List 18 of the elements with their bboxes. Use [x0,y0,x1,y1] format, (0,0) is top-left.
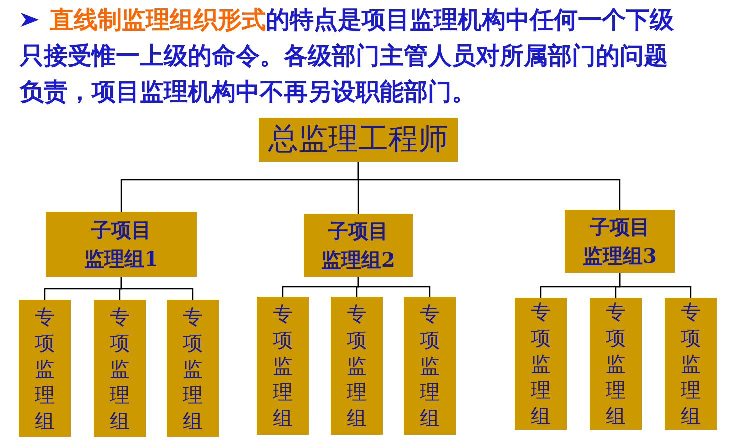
group-box: 子项目监理组2 [304,214,413,277]
team-box: 专项监理组 [665,298,717,430]
team-box: 专项监理组 [94,300,146,437]
title-box: 总监理工程师 [259,118,458,162]
connector-line [358,277,431,297]
team-box: 专项监理组 [19,300,71,437]
bullet-text: 直线制监理组织形式的特点是项目监理机构中任何一个下级只接受惟一上级的命令。各级部门主管人员对所属部门的问题负责，项目监理机构中不再另设职能部门。 [20,4,675,108]
team-box: 专项监理组 [167,300,219,437]
connector-line [358,162,621,210]
group-box: 子项目监理组1 [46,212,197,277]
team-box: 专项监理组 [257,297,309,435]
connector-line [120,277,194,300]
team-box: 专项监理组 [590,298,642,430]
team-box: 专项监理组 [515,298,567,430]
connector-line [619,273,692,298]
team-box: 专项监理组 [404,297,456,435]
group-box: 子项目监理组3 [565,210,675,273]
team-box: 专项监理组 [331,297,383,435]
